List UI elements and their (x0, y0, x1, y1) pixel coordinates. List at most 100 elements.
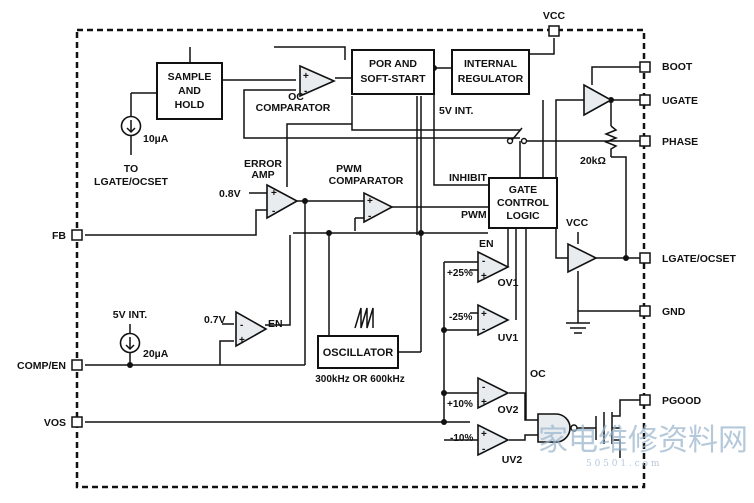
oscillator-block: OSCILLATOR (317, 335, 421, 369)
watermark-text: 家电维修资料网 (538, 423, 748, 458)
oc-label: OC (288, 91, 304, 103)
oc-comparator: + - (299, 64, 336, 98)
sample-and-hold-block: SAMPLE AND HOLD (156, 62, 223, 120)
pwm-comparator-label-1: PWM (336, 163, 362, 175)
to-label: TO (124, 163, 138, 175)
inhibit-label: INHIBIT (449, 172, 488, 184)
pin-pgood: PGOOD (639, 394, 702, 407)
five-v-int-label: 5V INT. (439, 105, 474, 117)
pin-fb: FB (52, 229, 83, 242)
svg-text:-: - (482, 324, 485, 335)
ov2-comparator: - + (477, 376, 510, 410)
en-minus-sign: - (240, 320, 243, 331)
ov1-label: OV1 (497, 277, 518, 289)
svg-text:-: - (482, 444, 485, 455)
error-amp-label-1: ERROR (244, 158, 282, 170)
sawtooth-waveform (354, 307, 374, 329)
por-line-2: SOFT-START (360, 73, 426, 85)
phase-switch (506, 127, 528, 145)
pin-gnd-label: GND (662, 306, 686, 318)
pwm-comparator: + - (363, 191, 394, 224)
current-source-20ua (119, 332, 141, 354)
regulator-line-1: INTERNAL (464, 58, 518, 70)
pin-lgate-label: LGATE/OCSET (662, 253, 736, 265)
ugate-driver (583, 83, 613, 117)
oc-signal-label: OC (530, 368, 546, 380)
current-10ua-label: 10µA (143, 133, 169, 145)
vcc-mid-label: VCC (566, 217, 589, 229)
watermark-url: 5 0 5 0 1 . c o m (586, 459, 660, 469)
resistor-20k-label: 20kΩ (580, 155, 606, 167)
sample-hold-line-1: SAMPLE (168, 71, 212, 83)
pin-lgate-ocset: LGATE/OCSET (639, 252, 736, 265)
ov2-label: OV2 (497, 404, 518, 416)
en-plus-sign: + (239, 335, 245, 346)
pwm-comparator-label-2: COMPARATOR (329, 175, 404, 187)
pin-vos-label: VOS (44, 417, 66, 429)
svg-text:-: - (482, 382, 485, 393)
plus-25-label: +25% (447, 268, 473, 279)
pwm-plus-sign: + (367, 196, 373, 207)
uv2-label: UV2 (502, 454, 523, 466)
five-v-int-source-label: 5V INT. (113, 309, 148, 321)
svg-text:+: + (481, 397, 487, 408)
error-amp: + - (266, 183, 299, 220)
pgood-transistor (595, 416, 620, 440)
gate-logic-line-1: GATE (509, 184, 537, 196)
svg-text:+: + (481, 429, 487, 440)
gate-logic-line-2: CONTROL (497, 197, 549, 209)
pwm-minus-sign: - (368, 211, 371, 222)
to-lgate-ocset-label: LGATE/OCSET (94, 176, 168, 188)
sample-hold-line-2: AND (178, 85, 201, 97)
oscillator-label: OSCILLATOR (323, 347, 394, 359)
lgate-driver (567, 242, 598, 274)
pin-ugate: UGATE (639, 94, 698, 107)
gate-control-logic-block: GATE CONTROL LOGIC (488, 177, 558, 229)
pin-ugate-label: UGATE (662, 95, 698, 107)
pin-boot: BOOT (639, 61, 693, 73)
error-plus-sign: + (271, 188, 277, 199)
and-gate (537, 413, 571, 443)
uv1-comparator: + - (477, 303, 510, 337)
current-source-10ua (120, 115, 142, 137)
svg-text:-: - (482, 256, 485, 267)
en-top-label: EN (479, 238, 494, 250)
pin-vcc: VCC (543, 10, 566, 37)
regulator-line-2: REGULATOR (458, 73, 524, 85)
por-line-1: POR AND (369, 58, 417, 70)
pin-comp-en-label: COMP/EN (17, 360, 66, 372)
pwm-label: PWM (461, 209, 487, 221)
sample-hold-line-3: HOLD (175, 99, 205, 111)
en-amp-label: EN (268, 318, 283, 330)
minus-25-label: -25% (449, 312, 472, 323)
oc-minus-sign: - (304, 86, 307, 97)
oc-comparator-label: COMPARATOR (256, 102, 331, 114)
pin-vos: VOS (44, 416, 83, 429)
oscillator-frequency: 300kHz OR 600kHz (315, 374, 405, 385)
enable-comparator: - + (235, 310, 268, 348)
wires (85, 38, 640, 458)
current-20ua-label: 20µA (143, 348, 169, 360)
svg-text:+: + (481, 309, 487, 320)
pin-phase-label: PHASE (662, 136, 698, 148)
error-minus-sign: - (272, 206, 275, 217)
error-amp-label-2: AMP (251, 169, 274, 181)
uv2-comparator: + - (477, 423, 510, 457)
pin-comp-en: COMP/EN (17, 359, 83, 372)
internal-regulator-block: INTERNAL REGULATOR (451, 49, 530, 95)
ov1-comparator: - + (477, 250, 510, 284)
oc-plus-sign: + (303, 71, 309, 82)
pin-boot-label: BOOT (662, 61, 693, 73)
gate-logic-line-3: LOGIC (506, 210, 540, 222)
por-soft-start-block: POR AND SOFT-START (351, 49, 435, 95)
ref-0p7v-label: 0.7V (204, 314, 226, 326)
ref-0p8v-label: 0.8V (219, 188, 241, 200)
pin-fb-label: FB (52, 230, 66, 242)
and-gate-output-bubble (570, 424, 578, 432)
pin-vcc-label: VCC (543, 10, 566, 22)
uv1-label: UV1 (498, 332, 519, 344)
minus-10-label: -10% (450, 433, 473, 444)
plus-10-label: +10% (447, 399, 473, 410)
pin-phase: PHASE (639, 135, 698, 148)
